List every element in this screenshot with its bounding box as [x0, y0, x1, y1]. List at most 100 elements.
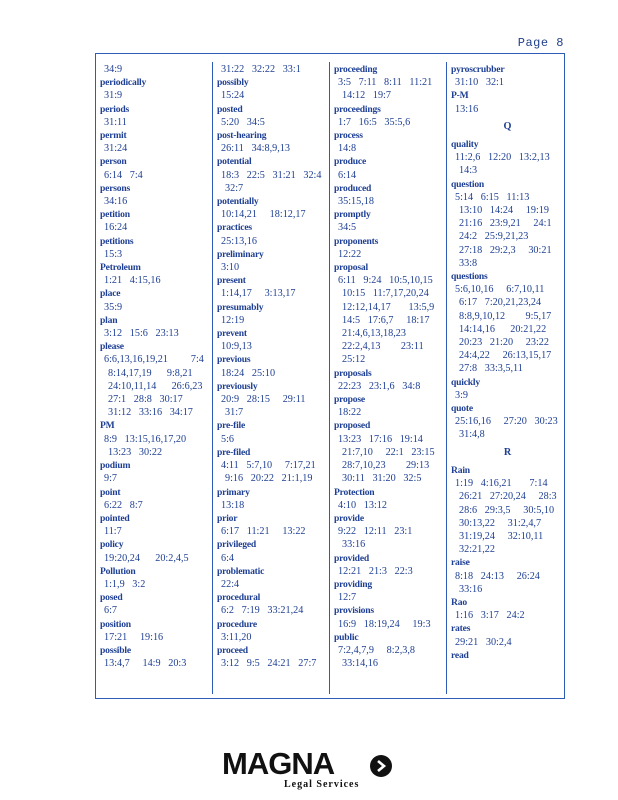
page-line-references: 3:11,20	[221, 631, 252, 643]
index-term: pre-file	[217, 420, 246, 432]
index-term: proposals	[334, 367, 372, 379]
page-line-references: 34:9	[104, 64, 123, 75]
page-line-references: 31:22 32:22 33:1	[221, 64, 301, 75]
index-term: previously	[217, 380, 258, 392]
index-term: Rao	[451, 596, 467, 608]
index-term: provided	[334, 552, 370, 564]
index-term: pointed	[100, 512, 130, 524]
index-term: proposal	[334, 262, 368, 274]
page-line-references: 3:5 7:11 8:11 11:21 14:12 19:7	[338, 77, 433, 102]
page-line-references: 15:24	[221, 90, 245, 102]
index-term: providing	[334, 578, 373, 590]
page-line-references: 11:7	[104, 526, 122, 538]
page-line-references: 6:6,13,16,19,21 7:4 8:14,17,19 9:8,21 24…	[104, 354, 204, 419]
page-line-references: 6:7	[104, 605, 118, 617]
index-term: propose	[334, 394, 365, 406]
page-line-references: 1:16 3:17 24:2	[455, 610, 525, 622]
page-line-references: 7:2,4,7,9 8:2,3,8 33:14,16	[338, 644, 415, 670]
column-divider	[329, 62, 330, 694]
page-line-references: 35:9	[104, 301, 123, 313]
index-term: practices	[217, 222, 252, 234]
index-term: raise	[451, 557, 470, 569]
index-term: preliminary	[217, 248, 264, 260]
index-term: position	[100, 618, 131, 630]
index-term: provisions	[334, 605, 374, 617]
page-line-references: 14:8	[338, 143, 357, 155]
page-line-references: 12:19	[221, 314, 245, 326]
page-line-references: 6:14	[338, 169, 357, 181]
index-term: prior	[217, 512, 238, 524]
page-line-references: 5:6,10,16 6:7,10,11 6:17 7:20,21,23,24 8…	[455, 284, 552, 375]
page-line-references: 3:10	[221, 262, 240, 274]
page-line-references: 8:9 13:15,16,17,20 13:23 30:22	[104, 433, 187, 458]
page-line-references: 18:22	[338, 407, 362, 419]
page-line-references: 19:20,24 20:2,4,5	[104, 552, 189, 564]
index-term: posed	[100, 592, 123, 604]
page-line-references: 18:3 22:5 31:21 32:4 32:7	[221, 169, 322, 194]
index-term: presumably	[217, 301, 264, 313]
page-line-references: 5:14 6:15 11:13 13:10 14:24 19:19 21:16 …	[455, 191, 552, 269]
index-term: pre-filed	[217, 446, 251, 458]
index-term: Rain	[451, 464, 470, 476]
page-line-references: 13:23 17:16 19:14 21:7,10 22:1 23:15 28:…	[338, 433, 435, 485]
page-line-references: 5:20 34:5	[221, 116, 265, 128]
page-line-references: 22:4	[221, 578, 240, 590]
index-term: petitions	[100, 235, 134, 247]
column-divider	[446, 62, 447, 694]
page-line-references: 1:14,17 3:13,17	[221, 288, 296, 300]
page-line-references: 12:22	[338, 248, 362, 260]
page-line-references: 31:11	[104, 116, 127, 128]
index-term: persons	[100, 182, 131, 194]
index-term: post-hearing	[217, 130, 267, 142]
page-line-references: 15:3	[104, 248, 123, 260]
page-line-references: 17:21 19:16	[104, 631, 164, 643]
index-term: privileged	[217, 539, 257, 551]
page-line-references: 20:9 28:15 29:11 31:7	[221, 394, 306, 419]
index-term: primary	[217, 486, 250, 498]
index-term: proponents	[334, 235, 379, 247]
page-line-references: 34:16	[104, 196, 128, 208]
page-line-references: 1:19 4:16,21 7:14 26:21 27:20,24 28:3 28…	[455, 478, 557, 556]
index-term: process	[334, 130, 363, 142]
page-line-references: 6:4	[221, 552, 235, 564]
index-term: problematic	[217, 565, 265, 577]
index-term: plan	[100, 314, 118, 326]
index-term: promptly	[334, 209, 371, 221]
index-term: proceedings	[334, 103, 381, 115]
page-line-references: 12:21 21:3 22:3	[338, 565, 413, 577]
index-term: pyroscrubber	[451, 64, 505, 75]
index-term: petition	[100, 209, 130, 221]
index-term: quality	[451, 139, 479, 151]
page-line-references: 6:17 11:21 13:22	[221, 526, 306, 538]
page-line-references: 9:7	[104, 473, 118, 485]
page-line-references: 13:18	[221, 499, 245, 511]
page-line-references: 16:9 18:19,24 19:3	[338, 618, 431, 630]
index-term: Protection	[334, 486, 375, 498]
index-term: proceed	[217, 644, 248, 656]
index-term: Petroleum	[100, 262, 141, 274]
arrow-circle-icon	[370, 755, 392, 777]
page-line-references: 6:11 9:24 10:5,10,15 10:15 11:7,17,20,24…	[338, 275, 435, 366]
index-term: periodically	[100, 77, 147, 89]
page-line-references: 3:12 9:5 24:21 27:7	[221, 658, 317, 670]
index-term: quote	[451, 403, 473, 415]
page-line-references: 12:7	[338, 592, 357, 604]
index-term: possible	[100, 644, 131, 656]
index-term: Pollution	[100, 565, 136, 577]
index-term: proposed	[334, 420, 371, 432]
page-line-references: 13:4,7 14:9 20:3	[104, 658, 187, 670]
page-line-references: 18:24 25:10	[221, 367, 276, 379]
index-term: rates	[451, 623, 471, 635]
index-term: read	[451, 649, 469, 661]
index-term: previous	[217, 354, 251, 366]
magna-logo: MAGNA Legal Services	[222, 748, 397, 792]
page-line-references: 1:1,9 3:2	[104, 578, 146, 590]
index-term: P-M	[451, 90, 469, 102]
logo-tagline: Legal Services	[284, 779, 360, 790]
index-term: prevent	[217, 328, 247, 340]
